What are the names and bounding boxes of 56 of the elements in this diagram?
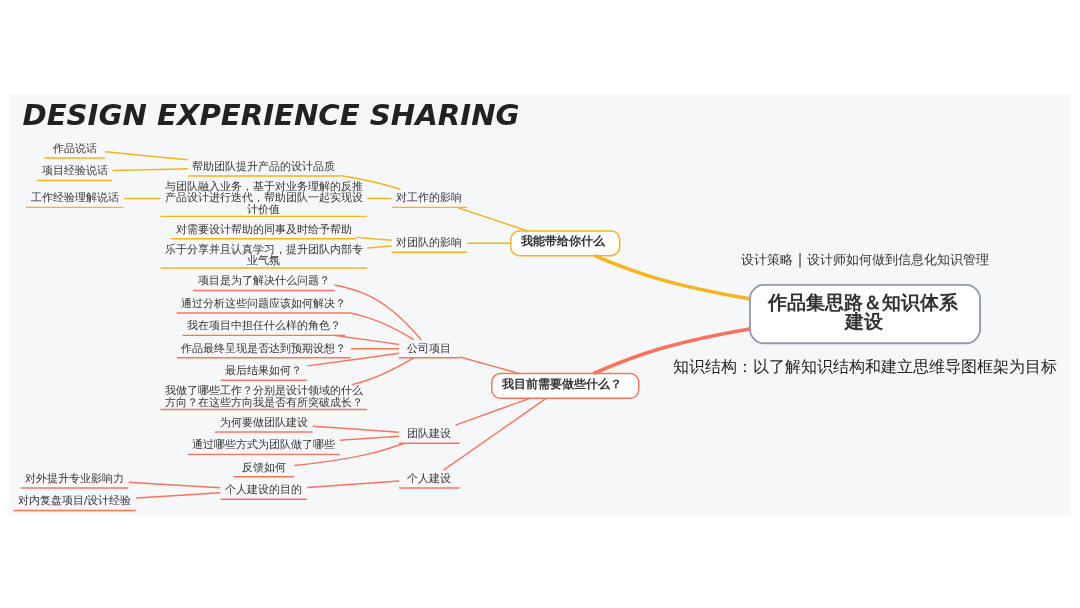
node-text: 通过分析这些问题应该如何解决？ [181,296,347,310]
connector [293,441,406,466]
node-text: 项目是为了解决什么问题？ [197,273,330,287]
connector [454,397,531,426]
connector [333,283,422,341]
node-text: 个人建设 [407,471,452,485]
diagram-title: DESIGN EXPERIENCE SHARING [22,97,520,132]
node-text: 对团队的影响 [396,235,463,249]
connector [339,434,400,441]
node-text: 项目经验说话 [41,163,108,177]
node-text: 对内复盘项目/设计经验 [17,493,132,507]
node-text: 对工作的影响 [396,190,463,204]
connector [123,197,162,199]
node-text: 乐于分享并且认真学习，提升团队内部专业气氛 [164,242,363,267]
node-text: 公司项目 [407,341,452,355]
connector [592,326,750,375]
node-box: 作品集思路＆知识体系建设 [749,283,981,344]
connector [593,253,750,301]
node-text: 帮助团队提升产品的设计品质 [192,159,336,173]
node-text: 我在项目中担任什么样的角色？ [186,318,341,332]
connector [466,242,512,244]
node-box: 我能带给你什么 [510,229,621,256]
node-text: 与团队融入业务，基于对业务理解的反推产品设计进行迭代，帮助团队一起实现设计价值 [164,179,363,216]
connector [306,479,400,488]
connector [312,425,400,433]
node-text: 对外提升专业影响力 [25,471,125,485]
connector [349,311,415,340]
caption: 知识结构：以了解知识结构和建立思维导图框架为目标 [673,356,1058,376]
node-text: 我做了哪些工作？分别是设计领域的什么方向？在这些方向我是否有所突破成长？ [164,383,363,409]
node-text: 作品最终呈现是否达到预期设想？ [181,341,347,355]
node-text: 反馈如何 [241,460,286,474]
connector [459,355,520,374]
connector [135,491,221,499]
node-box: 我目前需要做些什么？ [491,372,640,399]
connector [339,174,402,190]
node-text: 对需要设计帮助的同事及时给予帮助 [175,222,352,236]
connector [350,347,400,350]
connector [104,150,189,160]
node-text: 团队建设 [407,426,452,440]
connector [366,244,393,249]
connector [351,356,415,385]
node-text: 工作经验理解说话 [30,190,119,204]
connector [333,334,400,345]
connector [442,397,547,471]
node-text: 作品说话 [52,141,97,155]
connector [456,206,528,232]
node-text: 为何要做团队建设 [219,415,308,429]
connector [355,236,393,241]
connector [128,481,221,488]
node-text: 个人建设的目的 [225,482,303,496]
node-text: 最后结果如何？ [225,363,303,377]
connector [306,352,400,367]
node-text: 通过哪些方式为团队做了哪些 [192,437,336,451]
connector [366,197,393,199]
label: 设计策略 | 设计师如何做到信息化知识管理 [741,250,989,267]
connector [112,167,189,171]
